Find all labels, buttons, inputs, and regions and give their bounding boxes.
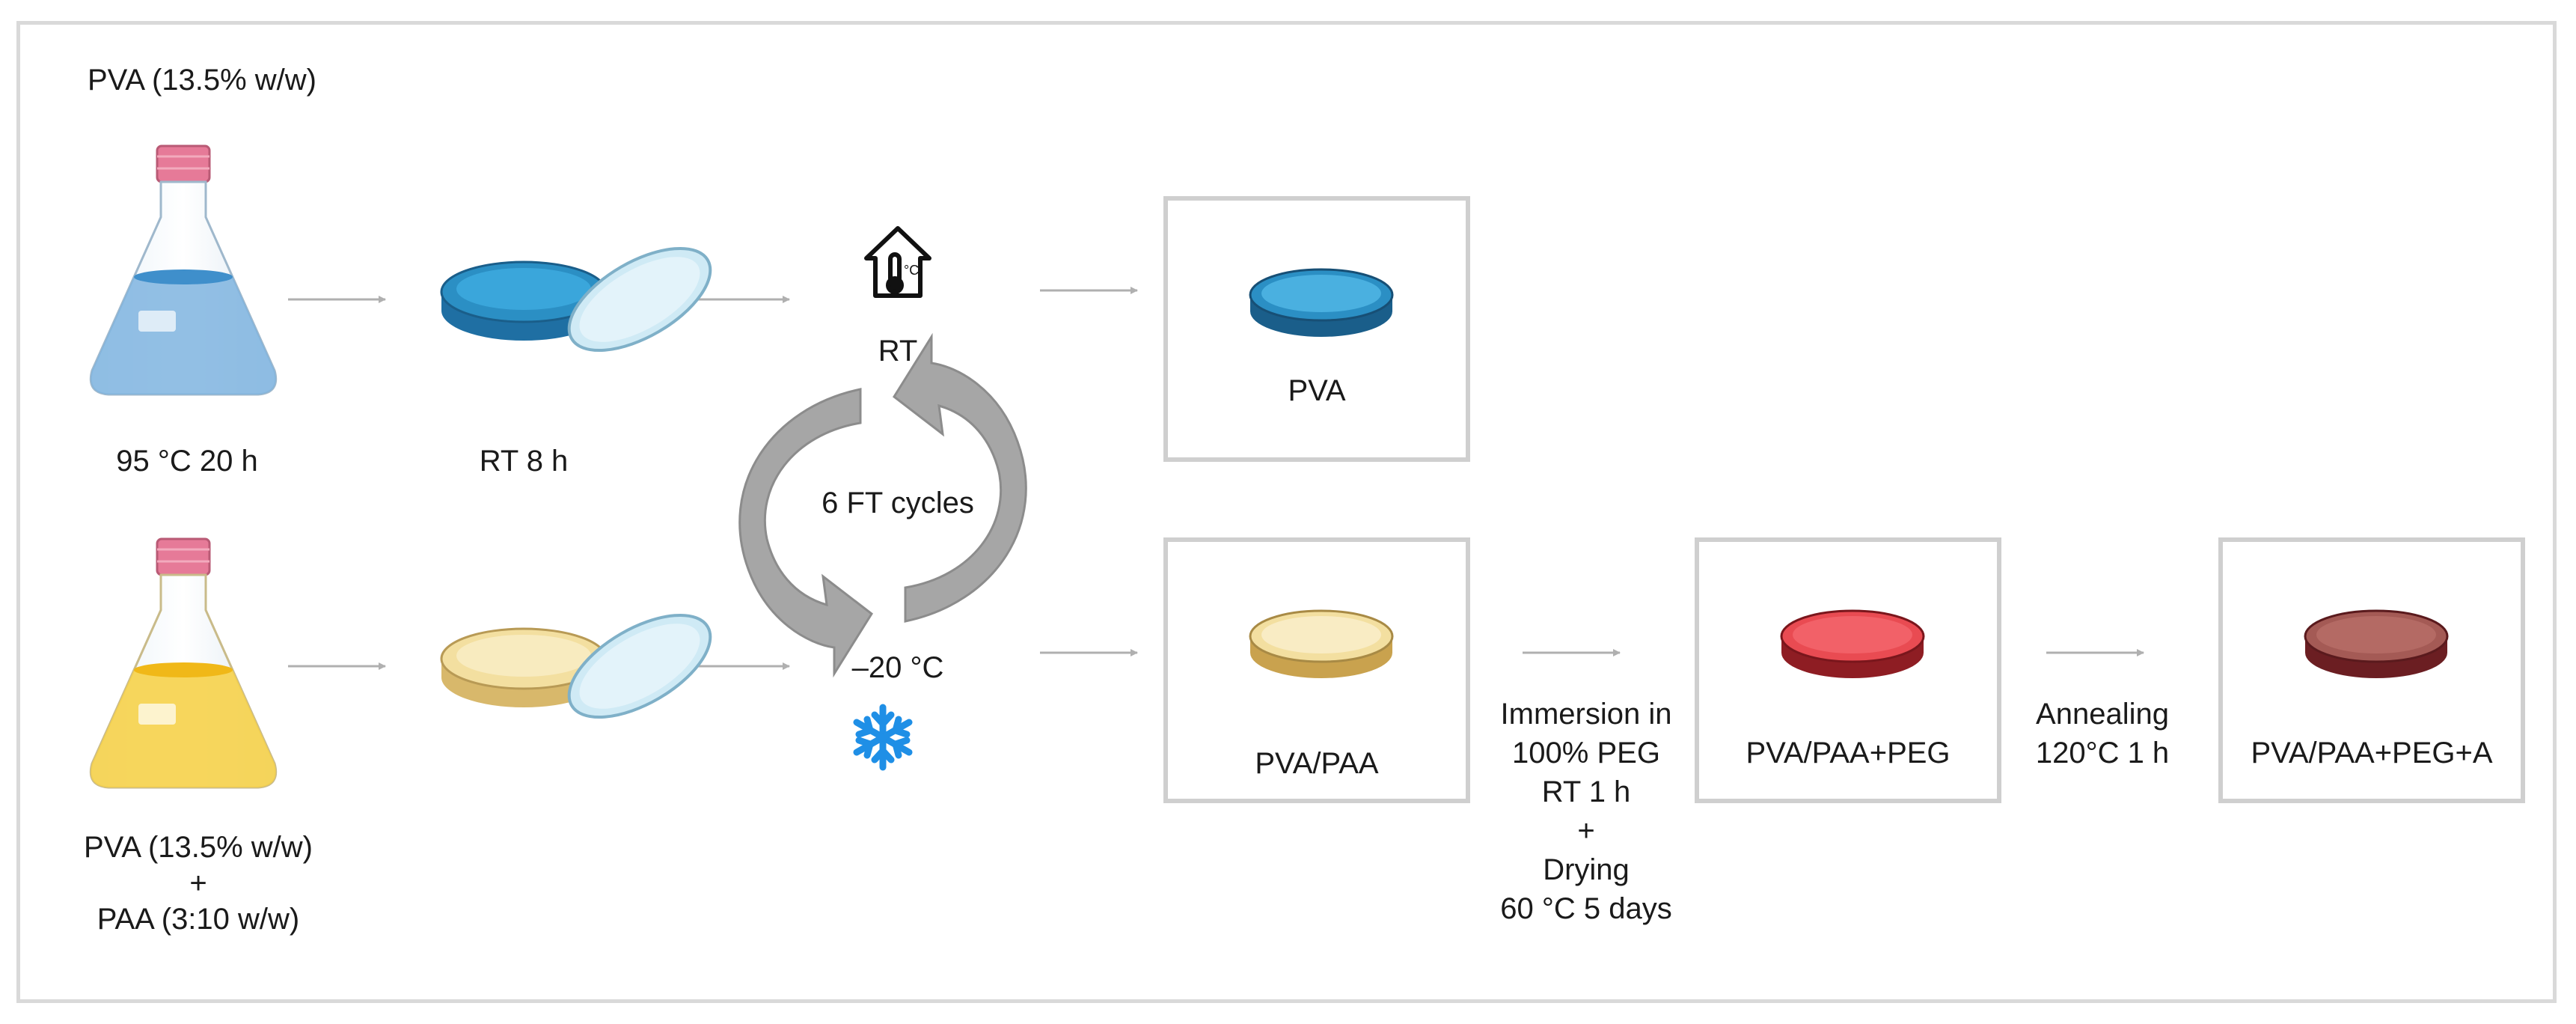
flow-arrows [288,287,2144,670]
product-label-pva: PVA [1288,374,1346,407]
petri-dish-icon [440,246,712,353]
top-flask-condition: 95 °C 20 h [116,445,258,478]
svg-text:°C: °C [904,263,919,278]
house-thermometer-icon: °C [864,226,931,298]
product-box-pva-paa-peg: PVA/PAA+PEG [1695,537,2001,803]
immersion-line-1: Immersion in [1500,698,1672,731]
flask-icon [89,537,278,789]
product-label-pva-paa-peg: PVA/PAA+PEG [1746,737,1951,769]
product-box-pva-paa-peg-a: PVA/PAA+PEG+A [2218,537,2525,803]
annealing-line-2: 120°C 1 h [2035,737,2170,769]
snowflake-icon [853,704,913,771]
top-flask-label: PVA (13.5% w/w) [87,64,317,97]
immersion-line-5: Drying [1543,853,1630,886]
top-dish-condition: RT 8 h [479,445,569,478]
petri-dish-icon [1249,609,1394,678]
immersion-step: Immersion in 100% PEG RT 1 h + Drying 60… [1463,695,1710,928]
bottom-flask-line-3: PAA (3:10 w/w) [97,903,300,936]
product-box-pva: PVA [1163,196,1470,462]
petri-dish-icon [2304,609,2449,678]
immersion-line-3: RT 1 h [1541,775,1631,808]
product-label-pva-paa-peg-a: PVA/PAA+PEG+A [2251,737,2493,769]
petri-dish-icon [1249,268,1394,337]
immersion-line-6: 60 °C 5 days [1500,892,1672,925]
flask-icon [89,144,278,396]
bottom-flask-line-2: + [189,867,207,900]
immersion-line-4: + [1577,814,1595,847]
immersion-line-2: 100% PEG [1512,737,1660,769]
annealing-step: Annealing 120°C 1 h [2013,695,2192,772]
freeze-label: –20 °C [851,651,944,684]
petri-dish-icon [440,613,712,719]
annealing-line-1: Annealing [2036,698,2169,731]
rt-label: RT [878,335,918,368]
bottom-flask-label: PVA (13.5% w/w) + PAA (3:10 w/w) [22,829,374,937]
product-label-pva-paa: PVA/PAA [1255,747,1379,780]
product-box-pva-paa: PVA/PAA [1163,537,1470,803]
diagram-frame [16,21,2557,1003]
bottom-flask-line-1: PVA (13.5% w/w) [83,831,313,864]
cycle-arrows-icon [738,332,1027,678]
cycle-label: 6 FT cycles [822,487,974,519]
petri-dish-icon [1780,609,1925,678]
